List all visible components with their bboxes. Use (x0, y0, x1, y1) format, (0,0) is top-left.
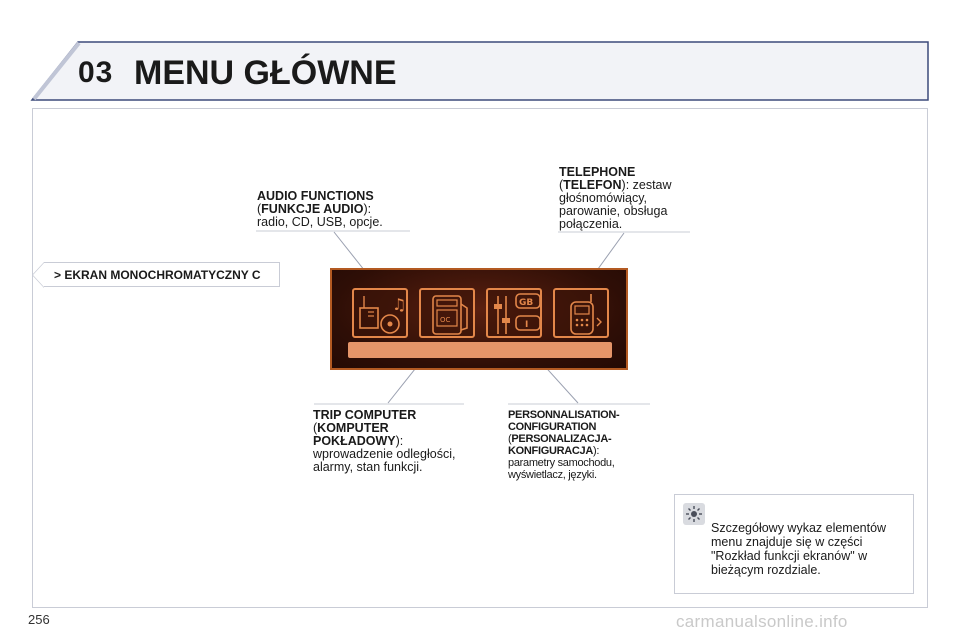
chapter-number: 03 (78, 56, 114, 89)
chapter-header-shape (30, 41, 929, 101)
audio-callout: AUDIO FUNCTIONS (FUNKCJE AUDIO): radio, … (257, 190, 427, 229)
audio-icon: ♫ (352, 288, 408, 338)
telephone-callout-desc-first: : zestaw (625, 178, 672, 192)
settings-icon: GB I (486, 288, 542, 338)
trip-callout-title: TRIP COMPUTER (313, 408, 417, 422)
telephone-callout-desc-2: parowanie, obsługa (559, 204, 668, 218)
info-box: Szczegółowy wykaz elementów menu znajduj… (674, 494, 914, 594)
sun-icon (683, 503, 705, 525)
personalisation-callout-title-2: CONFIGURATION (508, 421, 597, 433)
audio-callout-description: radio, CD, USB, opcje. (257, 215, 383, 229)
personalisation-callout-subtitle-2: KONFIGURACJA (508, 445, 594, 457)
info-text: Szczegółowy wykaz elementów menu znajduj… (711, 521, 907, 577)
telephone-callout: TELEPHONE (TELEFON): zestaw głośnomówiąc… (559, 166, 699, 231)
language-label-bottom: I (525, 320, 528, 330)
display-mode-label: > EKRAN MONOCHROMATYCZNY C (54, 268, 261, 282)
display-mode-tab: > EKRAN MONOCHROMATYCZNY C (32, 262, 280, 288)
telephone-icon (553, 288, 609, 338)
telephone-callout-desc-3: połączenia. (559, 217, 623, 231)
telephone-callout-desc-1: głośnomówiący, (559, 191, 648, 205)
personalisation-callout-title-1: PERSONNALISATION- (508, 409, 620, 421)
telephone-callout-subtitle: TELEFON (563, 178, 622, 192)
content-frame (32, 108, 928, 608)
personalisation-callout: PERSONNALISATION- CONFIGURATION (PERSONA… (508, 409, 658, 481)
trip-computer-icon-label: OC (440, 316, 451, 324)
trip-callout-desc-1: wprowadzenie odległości, (313, 447, 456, 461)
audio-callout-title: AUDIO FUNCTIONS (257, 189, 374, 203)
trip-callout-desc-2: alarmy, stan funkcji. (313, 460, 423, 474)
trip-computer-callout: TRIP COMPUTER (KOMPUTER POKŁADOWY): wpro… (313, 409, 483, 474)
watermark: carmanualsonline.info (676, 612, 848, 631)
trip-callout-subtitle-1: KOMPUTER (317, 421, 389, 435)
chapter-title: MENU GŁÓWNE (134, 54, 397, 92)
trip-computer-icon: OC (419, 288, 475, 338)
telephone-callout-title: TELEPHONE (559, 165, 636, 179)
audio-callout-subtitle: FUNKCJE AUDIO (261, 202, 364, 216)
display-screen-inner: ♫ OC GB I (332, 270, 626, 368)
svg-text:♫: ♫ (392, 295, 406, 314)
info-text-line-1: Szczegółowy wykaz elementów (711, 521, 887, 535)
trip-callout-subtitle-2: POKŁADOWY (313, 434, 396, 448)
personalisation-callout-desc-2: wyświetlacz, języki. (508, 469, 597, 481)
display-screen: ♫ OC GB I (330, 268, 628, 370)
info-text-line-2: menu znajduje się w części (711, 535, 863, 549)
display-status-bar (348, 342, 612, 358)
personalisation-callout-subtitle-1: PERSONALIZACJA- (511, 433, 612, 445)
info-text-line-4: bieżącym rozdziale. (711, 563, 821, 577)
language-label-top: GB (519, 298, 533, 308)
info-text-line-3: "Rozkład funkcji ekranów" w (711, 549, 868, 563)
page-number: 256 (28, 612, 50, 627)
personalisation-callout-desc-1: parametry samochodu, (508, 457, 615, 469)
